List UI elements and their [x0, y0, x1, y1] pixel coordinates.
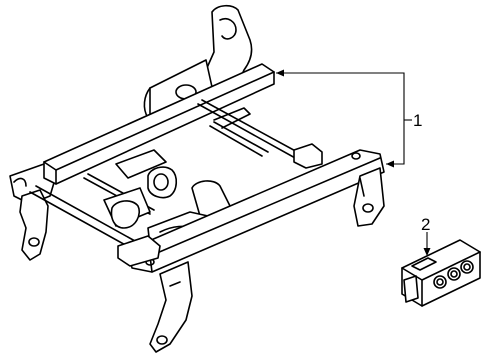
- seat-switch: [401, 239, 481, 307]
- callout-1-label: 1: [413, 111, 422, 130]
- callout-2-label: 2: [421, 215, 430, 234]
- upper-rail: [43, 63, 275, 185]
- left-leg-bracket: [19, 189, 49, 261]
- front-left-leg: [149, 261, 193, 353]
- callout-2-leader: [423, 232, 431, 256]
- front-right-bracket: [353, 167, 385, 227]
- lower-rail: [117, 149, 385, 273]
- callout-1-leader: [276, 69, 412, 168]
- cross-bars: [29, 99, 323, 253]
